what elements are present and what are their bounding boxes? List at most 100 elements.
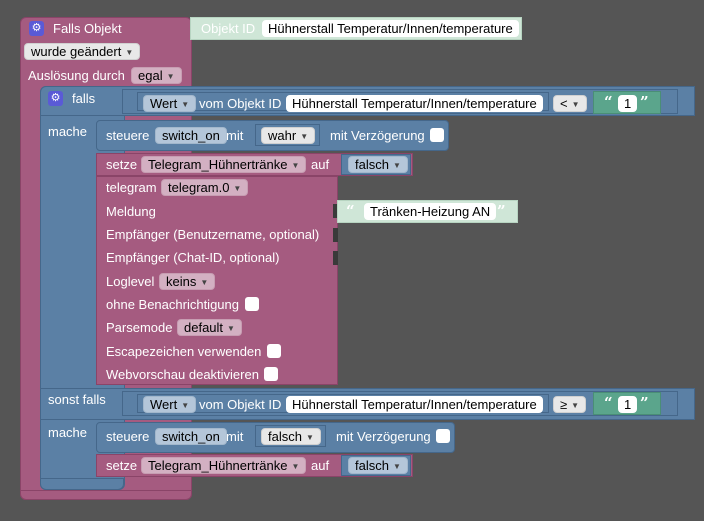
chevron-down-icon: ▼ <box>300 132 309 142</box>
parsemode-label: Parsemode <box>106 320 173 335</box>
number-field-2[interactable]: 1 <box>618 396 638 413</box>
mache-label: mache <box>48 124 88 139</box>
webvorschau-checkbox[interactable] <box>264 367 278 381</box>
auf-label-1: auf <box>311 157 330 172</box>
escape-label: Escapezeichen verwenden <box>106 344 262 359</box>
value-dropdown-ctrl-2[interactable]: falsch▼ <box>261 428 321 445</box>
chevron-down-icon: ▼ <box>305 433 314 443</box>
object-id-field[interactable]: Hühnerstall Temperatur/Innen/temperature <box>262 20 519 37</box>
empfaenger-chat-input[interactable] <box>333 251 338 265</box>
chevron-down-icon: ▼ <box>233 184 242 194</box>
meldung-label: Meldung <box>106 204 156 219</box>
close-quote-icon: ” <box>497 202 506 220</box>
loglevel-label: Loglevel <box>106 274 155 289</box>
trigger-dropdown-value: egal <box>138 68 163 83</box>
chevron-down-icon: ▼ <box>181 100 190 110</box>
delay-label-1: mit Verzögerung <box>330 128 425 143</box>
escape-checkbox[interactable] <box>267 344 281 358</box>
change-dropdown-value: wurde geändert <box>31 44 122 59</box>
gear-icon[interactable]: ⚙ <box>29 21 44 36</box>
chevron-down-icon: ▼ <box>200 278 209 288</box>
open-quote-icon: “ <box>604 394 613 412</box>
meldung-input-notch <box>333 204 338 218</box>
chevron-down-icon: ▼ <box>291 161 300 171</box>
object-id-label: Objekt ID <box>201 21 256 36</box>
open-quote-icon: “ <box>346 202 355 220</box>
mit-label-2: mit <box>226 429 244 444</box>
state-1-value: switch_on <box>162 128 220 143</box>
event-block-bottom <box>20 490 192 500</box>
variable-1-value: Telegram_Hühnertränke <box>148 157 288 172</box>
state-dropdown-1[interactable]: switch_on <box>155 127 227 144</box>
loglevel-dropdown[interactable]: keins▼ <box>159 273 216 290</box>
falls-label: falls <box>72 91 96 106</box>
chevron-down-icon: ▼ <box>571 401 580 411</box>
variable-dropdown-2[interactable]: Telegram_Hühnertränke▼ <box>141 457 307 474</box>
control-1-value: wahr <box>268 128 297 143</box>
control-label-1: steuere <box>106 128 150 143</box>
telegram-instance-dropdown[interactable]: telegram.0▼ <box>161 179 249 196</box>
auf-label-2: auf <box>311 458 330 473</box>
chevron-down-icon: ▼ <box>166 72 175 82</box>
operator-dropdown-1[interactable]: <▼ <box>553 95 587 112</box>
gear-icon[interactable]: ⚙ <box>48 91 63 106</box>
setze-label-1: setze <box>106 157 138 172</box>
state-dropdown-2[interactable]: switch_on <box>155 428 227 445</box>
trigger-dropdown[interactable]: egal▼ <box>131 67 182 84</box>
from-object-label-1: vom Objekt ID <box>199 96 282 111</box>
object-id-field-2[interactable]: Hühnerstall Temperatur/Innen/temperature <box>286 396 543 413</box>
delay-checkbox-1[interactable] <box>430 128 444 142</box>
operator-2-value: ≥ <box>560 397 568 412</box>
chevron-down-icon: ▼ <box>392 462 401 472</box>
operator-1-value: < <box>560 96 568 111</box>
parsemode-dropdown[interactable]: default▼ <box>177 319 242 336</box>
value-dropdown-1[interactable]: Wert▼ <box>143 95 197 112</box>
delay-checkbox-2[interactable] <box>436 429 450 443</box>
ohne-benachrichtigung-checkbox[interactable] <box>245 297 259 311</box>
setze-1-value: falsch <box>355 157 389 172</box>
control-label-2: steuere <box>106 429 150 444</box>
empfaenger-user-label: Empfänger (Benutzername, optional) <box>106 227 320 242</box>
setze-value-dropdown-2[interactable]: falsch▼ <box>348 457 408 474</box>
empfaenger-user-input[interactable] <box>333 228 338 242</box>
mit-label-1: mit <box>226 128 244 143</box>
close-quote-icon: ” <box>640 394 649 412</box>
telegram-instance-value: telegram.0 <box>168 180 230 195</box>
event-title: Falls Objekt <box>53 21 122 36</box>
trigger-label: Auslösung durch <box>28 68 125 83</box>
loglevel-value: keins <box>166 274 197 289</box>
value-dropdown-2-value: Wert <box>150 397 178 412</box>
control-2-value: falsch <box>268 429 302 444</box>
mache-label-2: mache <box>48 425 88 440</box>
setze-label-2: setze <box>106 458 138 473</box>
setze-value-dropdown-1[interactable]: falsch▼ <box>348 156 408 173</box>
state-2-value: switch_on <box>162 429 220 444</box>
from-object-label-2: vom Objekt ID <box>199 397 282 412</box>
chevron-down-icon: ▼ <box>291 462 300 472</box>
meldung-field[interactable]: Tränken-Heizung AN <box>364 203 497 220</box>
close-quote-icon: ” <box>640 93 649 111</box>
chevron-down-icon: ▼ <box>227 324 235 334</box>
value-dropdown-2[interactable]: Wert▼ <box>143 396 197 413</box>
if-block-bottom <box>40 478 124 490</box>
sonst-falls-label: sonst falls <box>48 392 106 407</box>
delay-label-2: mit Verzögerung <box>336 429 431 444</box>
object-id-field-1[interactable]: Hühnerstall Temperatur/Innen/temperature <box>286 95 543 112</box>
chevron-down-icon: ▼ <box>392 161 401 171</box>
value-dropdown-1-value: Wert <box>150 96 178 111</box>
variable-dropdown-1[interactable]: Telegram_Hühnertränke▼ <box>141 156 307 173</box>
change-dropdown[interactable]: wurde geändert▼ <box>24 43 141 60</box>
chevron-down-icon: ▼ <box>125 48 134 58</box>
telegram-label: telegram <box>106 180 157 195</box>
operator-dropdown-2[interactable]: ≥▼ <box>553 396 587 413</box>
parsemode-value: default <box>184 320 224 335</box>
number-field-1[interactable]: 1 <box>618 95 638 112</box>
ohne-benachrichtigung-label: ohne Benachrichtigung <box>106 297 239 312</box>
telegram-block[interactable] <box>96 176 338 385</box>
chevron-down-icon: ▼ <box>571 100 580 110</box>
chevron-down-icon: ▼ <box>181 401 190 411</box>
webvorschau-label: Webvorschau deaktivieren <box>106 367 259 382</box>
open-quote-icon: “ <box>604 93 613 111</box>
variable-2-value: Telegram_Hühnertränke <box>148 458 288 473</box>
value-dropdown-ctrl-1[interactable]: wahr▼ <box>261 127 316 144</box>
